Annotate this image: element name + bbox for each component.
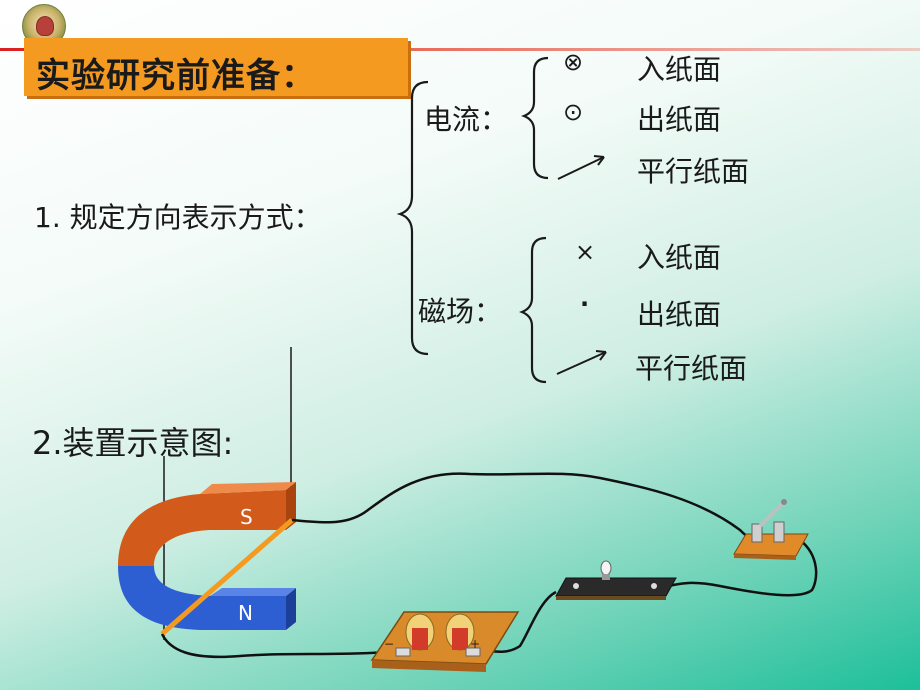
horseshoe-magnet bbox=[118, 482, 296, 630]
wire-right bbox=[667, 539, 818, 597]
magnetic-into-page-text: 入纸面 bbox=[637, 241, 722, 274]
wire-bottom bbox=[160, 633, 389, 659]
wire-top bbox=[291, 472, 759, 542]
header-divider-line bbox=[0, 48, 920, 51]
magnetic-label: 磁场： bbox=[418, 295, 503, 328]
current-out-of-page-text: 出纸面 bbox=[637, 103, 722, 136]
magnet-n-pole-label: N bbox=[238, 601, 253, 625]
battery-plus-label: + bbox=[470, 637, 480, 651]
knife-switch[interactable] bbox=[733, 499, 809, 560]
lamp-board bbox=[555, 560, 677, 600]
current-into-page-text: 入纸面 bbox=[637, 53, 722, 86]
magnet-s-pole-label: S bbox=[240, 505, 253, 529]
magnetic-parallel-text: 平行纸面 bbox=[635, 352, 748, 385]
title-banner: 实验研究前准备： bbox=[24, 38, 408, 96]
page-title: 实验研究前准备： bbox=[36, 56, 316, 96]
current-parallel-text: 平行纸面 bbox=[637, 155, 750, 188]
out-of-page-dot-icon: · bbox=[580, 290, 590, 318]
magnetic-out-of-page-text: 出纸面 bbox=[637, 298, 722, 331]
into-page-circle-cross-icon: ⊗ bbox=[563, 48, 584, 76]
battery-minus-label: − bbox=[384, 637, 394, 651]
section2-label: 2.装置示意图: bbox=[32, 424, 234, 462]
section1-label: 1. 规定方向表示方式： bbox=[34, 201, 322, 234]
conductor-rod bbox=[160, 518, 294, 636]
current-label: 电流： bbox=[424, 103, 509, 136]
into-page-cross-icon: × bbox=[575, 238, 596, 266]
battery-holder bbox=[370, 611, 520, 672]
out-of-page-circle-dot-icon: ⊙ bbox=[563, 98, 584, 126]
